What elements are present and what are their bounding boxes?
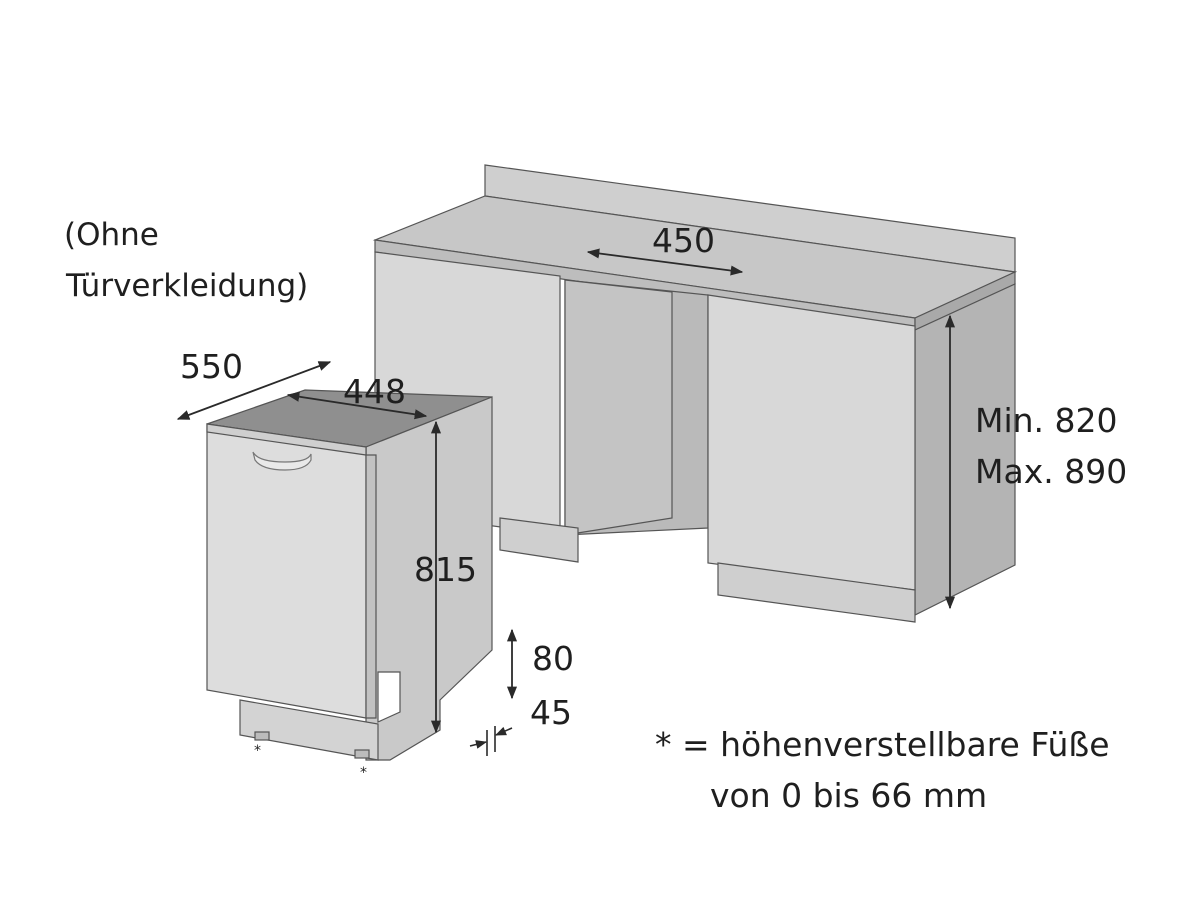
niche-inner-side: [564, 279, 673, 536]
width-label: 448: [343, 372, 406, 411]
plinth-depth-arrow-left: [469, 740, 488, 749]
footnote-line-2: von 0 bis 66 mm: [710, 776, 988, 815]
dishwasher-door-edge: [365, 454, 377, 719]
niche-height-max-label: Max. 890: [975, 452, 1128, 491]
feet-marker-left: *: [254, 743, 261, 759]
height-label: 815: [414, 550, 477, 589]
plinth-depth-arrow-right: [494, 726, 513, 736]
niche-width-label: 450: [652, 221, 715, 260]
right-cabinet-side: [914, 283, 1016, 616]
footnote-line-1: * = höhenverstellbare Füße: [655, 725, 1110, 764]
front-foot-right: [354, 749, 370, 759]
left-cabinet-plinth: [499, 517, 579, 563]
right-cabinet-plinth: [717, 562, 916, 623]
depth-arrow: [176, 361, 332, 420]
dishwasher-handle: [252, 451, 312, 471]
niche-width-arrow: [586, 248, 744, 276]
plinth-height-label: 80: [532, 639, 574, 678]
feet-marker-right: *: [360, 765, 367, 781]
dishwasher-plinth-recess: [377, 671, 401, 723]
note-line-1: (Ohne: [64, 217, 159, 253]
width-arrow: [286, 391, 428, 420]
right-cabinet-front: [707, 294, 916, 591]
front-foot-left: [254, 731, 270, 741]
plinth-depth-label: 45: [530, 693, 572, 732]
depth-label: 550: [180, 347, 243, 386]
note-line-2: Türverkleidung): [66, 268, 309, 304]
niche-height-min-label: Min. 820: [975, 401, 1118, 440]
dishwasher-base: [239, 699, 379, 761]
